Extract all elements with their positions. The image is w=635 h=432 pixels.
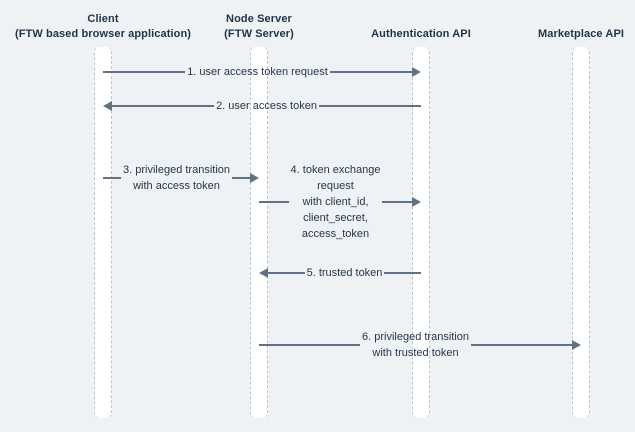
participant-header-client: Client (FTW based browser application) [15,12,191,42]
message-2: 2. user access token [103,98,422,114]
participant-subtitle-node-server: (FTW Server) [224,28,294,40]
message-3-label-line-2: with access token [133,180,220,192]
message-6: 6. privileged transition with trusted to… [259,329,582,361]
message-4-line-left [259,201,289,203]
message-6-label: 6. privileged transition with trusted to… [360,329,471,361]
lifeline-client [94,47,112,418]
message-4-label-line-3: with client_id, [302,196,369,208]
message-6-line-right [471,344,573,346]
message-5-line-right [384,272,422,274]
message-3: 3. privileged transition with access tok… [103,162,260,194]
message-4-label: 4. token exchange request with client_id… [289,162,383,242]
arrow-left-icon [103,101,112,111]
lifeline-node-server [250,47,268,418]
message-6-label-line-1: 6. privileged transition [362,331,470,343]
message-4-line-right [382,201,412,203]
message-4-label-line-1: 4. token exchange [290,164,381,176]
participant-name-client: Client [87,13,119,25]
participant-name-node-server: Node Server [226,13,292,25]
arrow-right-icon [572,340,582,350]
message-3-line-left [103,177,121,179]
participant-header-marketplace-api: Marketplace API [538,27,624,42]
participant-header-authentication-api: Authentication API [371,27,471,42]
message-5-label: 5. trusted token [306,267,383,279]
participant-name-marketplace-api: Marketplace API [537,28,625,40]
message-1-line-right [329,71,413,73]
arrow-right-icon [250,173,260,183]
arrow-right-icon [412,197,421,207]
participant-header-node-server: Node Server (FTW Server) [224,12,294,42]
message-2-line-left [112,105,215,107]
message-2-label: 2. user access token [216,100,317,112]
lifeline-authentication-api [412,47,430,418]
message-3-label: 3. privileged transition with access tok… [121,162,232,194]
lifeline-marketplace-api [572,47,590,418]
message-1-line-left [103,71,186,73]
message-5-line-left [268,272,305,274]
message-1-label: 1. user access token request [187,66,328,78]
message-4-label-line-4: client_secret, [303,212,368,224]
arrow-left-icon [259,268,268,278]
message-2-line-right [318,105,422,107]
message-4: 4. token exchange request with client_id… [259,162,421,242]
message-5: 5. trusted token [259,265,422,281]
message-1: 1. user access token request [103,64,422,80]
message-4-label-line-2: request [317,180,354,192]
message-6-label-line-2: with trusted token [372,347,459,359]
participant-subtitle-client: (FTW based browser application) [14,28,192,40]
message-4-label-line-5: access_token [301,228,370,240]
message-3-label-line-1: 3. privileged transition [123,164,231,176]
message-6-line-left [259,344,360,346]
participant-name-authentication-api: Authentication API [371,28,471,40]
message-3-line-right [232,177,251,179]
arrow-right-icon [412,67,422,77]
